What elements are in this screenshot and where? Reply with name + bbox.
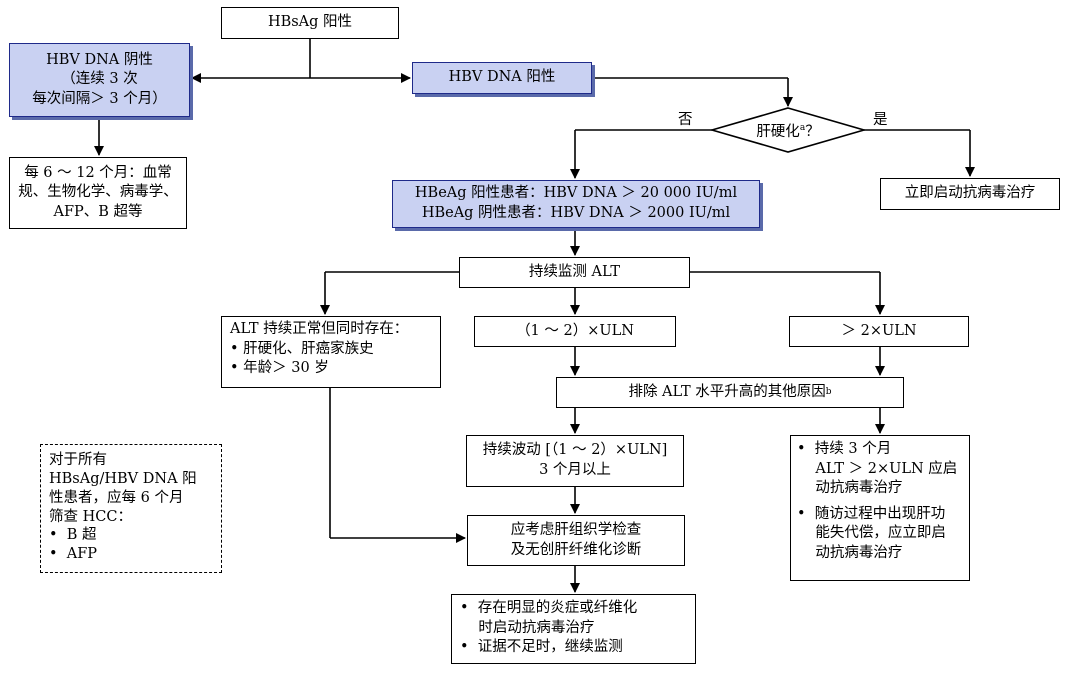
cirrhosis-diamond [709, 107, 867, 153]
fluctuation-box: 持续波动 [（1 ～ 2）×ULN] 3 个月以上 [466, 435, 684, 487]
dna-negative-line-1: HBV DNA 阴性 [46, 51, 153, 68]
hcc-screening-note: 对于所有 HBsAg/HBV DNA 阳 性患者，应每 6 个月 筛查 HCC：… [40, 444, 222, 573]
no-label: 否 [678, 112, 693, 128]
hcc-note-line-6: • AFP [49, 546, 98, 563]
dna-negative-line-3: 每次间隔＞ 3 个月） [32, 90, 167, 107]
dna-threshold-box: HBeAg 阳性患者：HBV DNA ＞ 20 000 IU/ml HBeAg … [392, 180, 760, 228]
hcc-note-line-2: HBsAg/HBV DNA 阳 [49, 470, 197, 487]
gt2-actions-line-2: ALT ＞ 2×ULN 应启 [797, 460, 958, 477]
hcc-note-line-5: • B 超 [49, 527, 97, 544]
fluctuation-line-1: 持续波动 [（1 ～ 2）×ULN] [482, 442, 668, 459]
dna-negative-line-2: （连续 3 次 [61, 71, 138, 88]
alt-gt2-uln-label: ＞ 2×ULN [841, 322, 917, 339]
monitor-6-12-line-3: AFP、B 超等 [53, 203, 143, 220]
monitor-alt-label: 持续监测 ALT [528, 263, 621, 280]
gt2-actions-line-1: • 持续 3 个月 [797, 441, 892, 457]
final-actions-line-3: • 证据不足时，继续监测 [460, 639, 623, 656]
cirrhosis-qmark: ？ [805, 124, 820, 140]
hcc-note-line-4: 筛查 HCC： [49, 508, 132, 525]
start-treatment-box: 立即启动抗病毒治疗 [880, 178, 1060, 210]
alt-normal-line-3: • 年龄＞ 30 岁 [230, 360, 329, 377]
fluctuation-line-2: 3 个月以上 [539, 462, 611, 478]
biopsy-line-1: 应考虑肝组织学检查 [510, 521, 642, 538]
gt2-actions-line-6: 动抗病毒治疗 [797, 544, 903, 561]
biopsy-box: 应考虑肝组织学检查 及无创肝纤维化诊断 [467, 515, 685, 566]
monitor-6-12-line-2: 规、生物化学、病毒学、 [18, 184, 178, 201]
alt-normal-box: ALT 持续正常但同时存在： • 肝硬化、肝癌家族史 • 年龄＞ 30 岁 [221, 316, 441, 388]
cirrhosis-question: 肝硬化a？ [743, 120, 833, 141]
final-actions-box: • 存在明显的炎症或纤维化 时启动抗病毒治疗 • 证据不足时，继续监测 [451, 594, 696, 664]
final-actions-line-1: • 存在明显的炎症或纤维化 [460, 600, 638, 616]
start-treatment-label: 立即启动抗病毒治疗 [904, 185, 1036, 202]
threshold-line-1: HBeAg 阳性患者：HBV DNA ＞ 20 000 IU/ml [414, 185, 738, 202]
alt-normal-line-2: • 肝硬化、肝癌家族史 [230, 340, 374, 357]
hcc-note-line-1: 对于所有 [49, 452, 107, 468]
alt-normal-line-1: ALT 持续正常但同时存在： [230, 321, 409, 337]
cirrhosis-sup: a [799, 123, 806, 134]
biopsy-line-2: 及无创肝纤维化诊断 [510, 541, 642, 558]
threshold-line-2: HBeAg 阴性患者：HBV DNA ＞ 2000 IU/ml [421, 205, 731, 221]
gt2-actions-line-3: 动抗病毒治疗 [797, 480, 903, 497]
hbsag-label: HBsAg 阳性 [267, 14, 353, 31]
alt-gt2-uln-box: ＞ 2×ULN [789, 316, 969, 347]
alt-1-2-uln-label: （1 ～ 2）×ULN [516, 322, 634, 339]
hcc-note-line-3: 性患者，应每 6 个月 [49, 489, 184, 506]
cirrhosis-text: 肝硬化 [756, 124, 800, 140]
final-actions-line-2: 时启动抗病毒治疗 [460, 619, 595, 636]
monitor-alt-box: 持续监测 ALT [459, 257, 690, 288]
monitor-6-12-box: 每 6 ～ 12 个月：血常 规、生物化学、病毒学、 AFP、B 超等 [9, 157, 187, 229]
exclude-sup: b [825, 387, 832, 398]
dna-positive-label: HBV DNA 阳性 [448, 69, 556, 86]
exclude-causes-label: 排除 ALT 水平升高的其他原因 [628, 383, 826, 400]
gt2-actions-line-5: 能失代偿，应立即启 [797, 525, 946, 542]
dna-positive-box: HBV DNA 阳性 [412, 62, 592, 94]
monitor-6-12-line-1: 每 6 ～ 12 个月：血常 [24, 164, 172, 181]
alt-1-2-uln-box: （1 ～ 2）×ULN [474, 316, 676, 347]
yes-label: 是 [873, 112, 888, 128]
gt2-actions-line-4: • 随访过程中出现肝功 [797, 505, 946, 522]
dna-negative-box: HBV DNA 阴性 （连续 3 次 每次间隔＞ 3 个月） [9, 43, 190, 117]
hbsag-positive-box: HBsAg 阳性 [221, 7, 399, 39]
gt2-actions-box: • 持续 3 个月 ALT ＞ 2×ULN 应启 动抗病毒治疗 • 随访过程中出… [790, 435, 970, 581]
